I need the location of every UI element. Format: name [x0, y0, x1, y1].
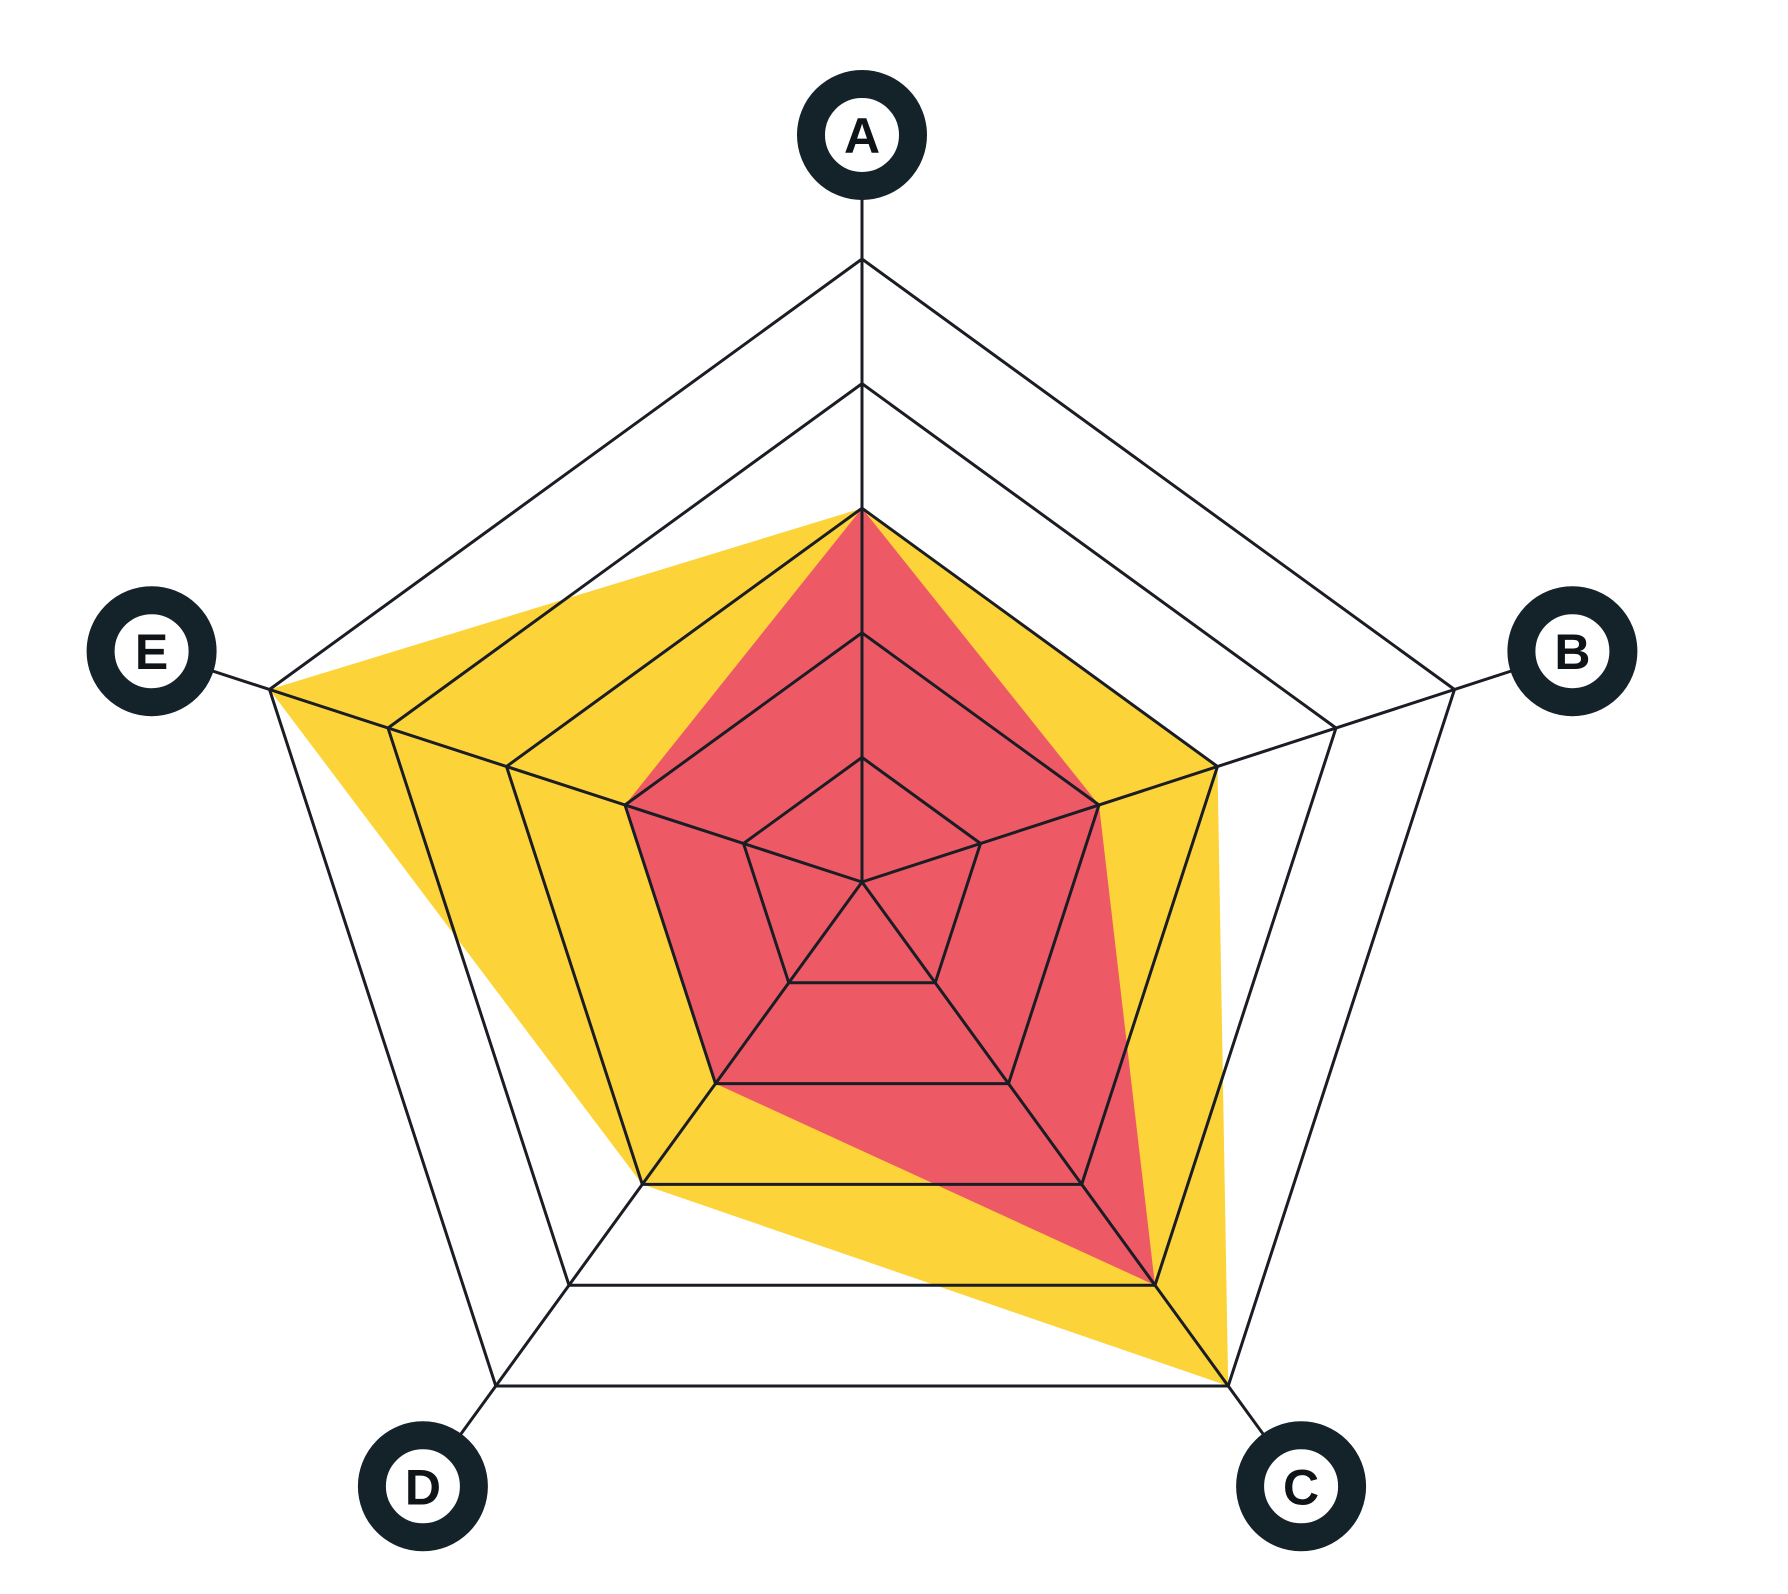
grid-layer: [267, 257, 1457, 1388]
spoke-layer: [151, 135, 1573, 1488]
axis-label-e: E: [135, 624, 168, 680]
label-layer: A B C D E: [86, 70, 1638, 1552]
axis-badge-c: C: [1236, 1421, 1367, 1552]
grid-ring-2: [623, 630, 1101, 1086]
axis-badge-circle-e: [86, 586, 217, 717]
axis-spoke-d: [421, 881, 864, 1488]
grid-ring-3: [504, 506, 1220, 1186]
axis-badge-circle-b: [1507, 586, 1638, 717]
axis-badge-e: E: [86, 586, 217, 717]
grid-ring-4: [386, 381, 1338, 1287]
axis-badge-d: D: [357, 1421, 488, 1552]
axis-label-c: C: [1283, 1459, 1319, 1515]
series-layer: [269, 508, 1229, 1386]
axis-spoke-c: [860, 881, 1303, 1488]
axis-label-a: A: [844, 108, 880, 164]
series-2-area: [625, 508, 1155, 1286]
axis-badge-circle-d: [357, 1421, 488, 1552]
axis-badge-circle-a: [797, 70, 927, 200]
axis-spoke-b: [861, 649, 1573, 884]
axis-label-d: D: [405, 1459, 441, 1515]
axis-badge-a: A: [797, 70, 927, 200]
grid-ring-1: [741, 755, 983, 985]
axis-spoke-e: [151, 649, 863, 884]
axis-badge-b: B: [1507, 586, 1638, 717]
axis-badge-circle-c: [1236, 1421, 1367, 1552]
axis-label-b: B: [1554, 624, 1590, 680]
grid-ring-5: [267, 257, 1457, 1388]
